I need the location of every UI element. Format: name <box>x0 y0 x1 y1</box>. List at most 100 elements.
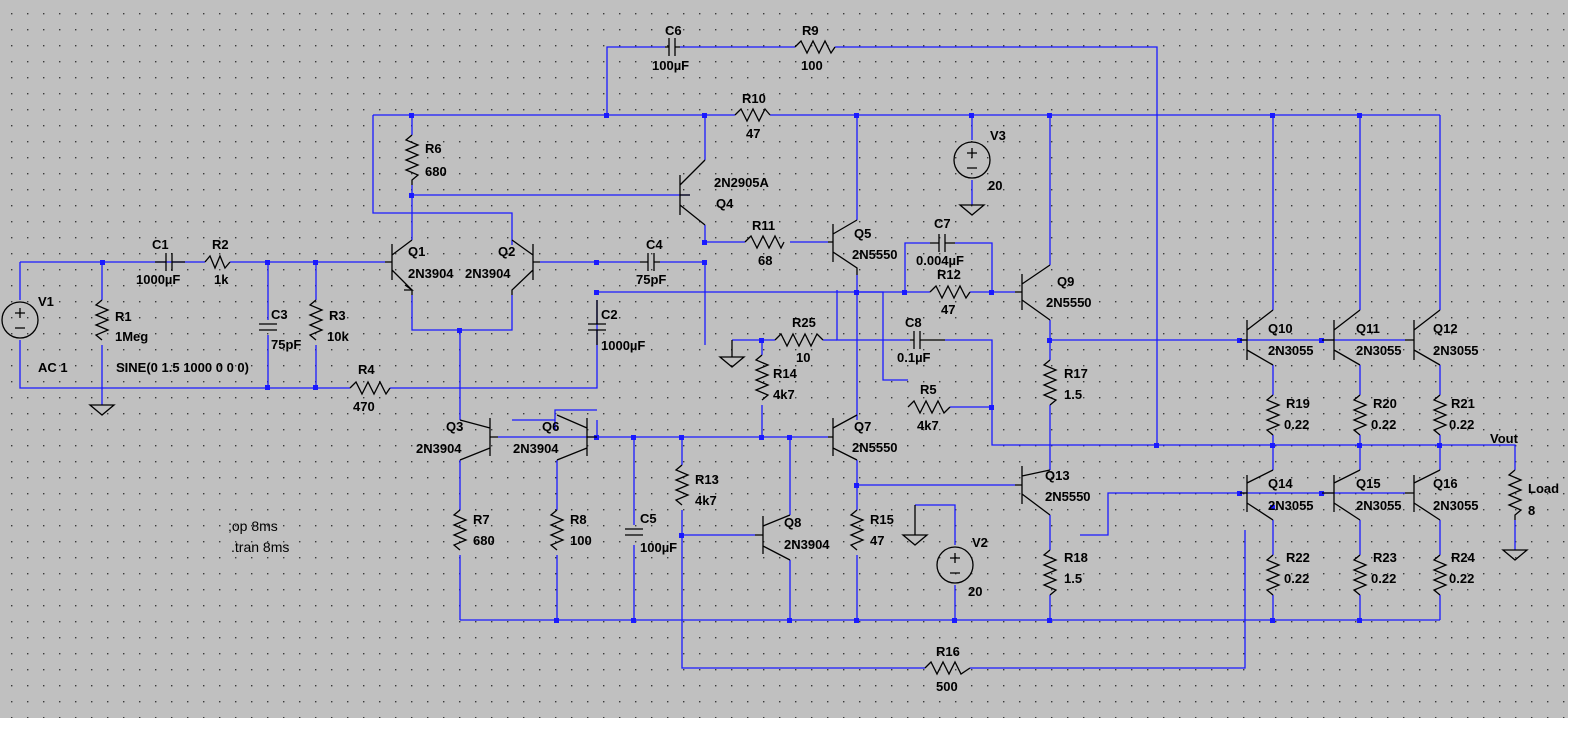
r25-ref: R25 <box>792 315 816 330</box>
q8-ref: Q8 <box>784 515 801 530</box>
r19-value: 0.22 <box>1284 417 1309 432</box>
c5-value: 100µF <box>640 540 677 555</box>
r1-value: 1Meg <box>115 329 148 344</box>
r2-value: 1k <box>214 272 229 287</box>
q2-ref: Q2 <box>498 244 515 259</box>
q16-ref: Q16 <box>1433 476 1458 491</box>
r21-ref: R21 <box>1451 396 1475 411</box>
r18-ref: R18 <box>1064 550 1088 565</box>
schematic-canvas[interactable]: V1 AC 1 SINE(0 1.5 1000 0 0 0) V3 20 V2 … <box>0 0 1568 718</box>
r10-ref: R10 <box>742 91 766 106</box>
load-ref: Load <box>1528 481 1559 496</box>
q8-value: 2N3904 <box>784 537 830 552</box>
r16-ref: R16 <box>936 644 960 659</box>
c8-value: 0.1µF <box>897 350 931 365</box>
r16-value: 500 <box>936 679 958 694</box>
op-directive[interactable]: ;op 8ms <box>228 518 278 534</box>
r23-value: 0.22 <box>1371 571 1396 586</box>
tran-directive[interactable]: .tran 8ms <box>231 539 289 555</box>
v2-value: 20 <box>968 584 982 599</box>
r4-ref: R4 <box>358 362 375 377</box>
r2-ref: R2 <box>212 237 229 252</box>
r21-value: 0.22 <box>1449 417 1474 432</box>
q15-ref: Q15 <box>1356 476 1381 491</box>
r17-value: 1.5 <box>1064 387 1082 402</box>
r15-ref: R15 <box>870 512 894 527</box>
load-value: 8 <box>1528 503 1535 518</box>
r17-ref: R17 <box>1064 366 1088 381</box>
q9-value: 2N5550 <box>1046 295 1092 310</box>
q7-value: 2N5550 <box>852 440 898 455</box>
r14-ref: R14 <box>773 366 798 381</box>
q2-value: 2N3904 <box>465 266 511 281</box>
c8-ref: C8 <box>905 315 922 330</box>
v2-ref: V2 <box>972 535 988 550</box>
q10-value: 2N3055 <box>1268 343 1314 358</box>
source-v1[interactable]: V1 AC 1 <box>1 294 68 375</box>
r3-value: 10k <box>327 329 349 344</box>
capacitors[interactable]: C1 1000µF C2 1000µF C3 75pF C4 75pF C5 1… <box>136 23 964 555</box>
r20-value: 0.22 <box>1371 417 1396 432</box>
r20-ref: R20 <box>1373 396 1397 411</box>
r10-value: 47 <box>746 126 760 141</box>
c3-ref: C3 <box>271 307 288 322</box>
q9-ref: Q9 <box>1057 274 1074 289</box>
r25-value: 10 <box>796 350 810 365</box>
c5-ref: C5 <box>640 511 657 526</box>
source-v3[interactable]: V3 20 <box>953 128 1006 193</box>
r1-ref: R1 <box>115 309 132 324</box>
q13-value: 2N5550 <box>1045 489 1091 504</box>
q13-ref: Q13 <box>1045 468 1070 483</box>
ground-symbols <box>88 204 1529 561</box>
r7-value: 680 <box>473 533 495 548</box>
r9-ref: R9 <box>802 23 819 38</box>
transistors[interactable]: Q1 2N3904 Q2 2N3904 Q3 2N3904 2N2905A Q4… <box>385 159 1479 561</box>
c6-value: 100µF <box>652 58 689 73</box>
r9-value: 100 <box>801 58 823 73</box>
r22-value: 0.22 <box>1284 571 1309 586</box>
c1-value: 1000µF <box>136 272 180 287</box>
r12-value: 47 <box>941 302 955 317</box>
r12-ref: R12 <box>937 267 961 282</box>
c7-ref: C7 <box>934 216 951 231</box>
vout-net-label: Vout <box>1490 431 1519 446</box>
q4-ref: Q4 <box>716 196 734 211</box>
r5-ref: R5 <box>920 382 937 397</box>
v1-ref: V1 <box>38 294 54 309</box>
r18-value: 1.5 <box>1064 571 1082 586</box>
resistors[interactable]: R1 1Meg R2 1k R3 10k R4 470 R5 4k7 R6 68… <box>94 23 1559 694</box>
q6-ref: Q6 <box>542 419 559 434</box>
r6-ref: R6 <box>425 141 442 156</box>
c2-value: 1000µF <box>601 338 645 353</box>
q12-ref: Q12 <box>1433 321 1458 336</box>
r3-ref: R3 <box>329 308 346 323</box>
r24-value: 0.22 <box>1449 571 1474 586</box>
r13-ref: R13 <box>695 472 719 487</box>
source-v2[interactable]: V2 20 <box>936 535 988 599</box>
r6-value: 680 <box>425 164 447 179</box>
r19-ref: R19 <box>1286 396 1310 411</box>
r8-ref: R8 <box>570 512 587 527</box>
r8-value: 100 <box>570 533 592 548</box>
wires <box>19 46 1516 669</box>
q12-value: 2N3055 <box>1433 343 1479 358</box>
v3-ref: V3 <box>990 128 1006 143</box>
c6-ref: C6 <box>665 23 682 38</box>
r23-ref: R23 <box>1373 550 1397 565</box>
q10-ref: Q10 <box>1268 321 1293 336</box>
q1-value: 2N3904 <box>408 266 454 281</box>
v1-sine-spec: SINE(0 1.5 1000 0 0 0) <box>116 360 249 375</box>
r24-ref: R24 <box>1451 550 1476 565</box>
q11-ref: Q11 <box>1356 321 1380 336</box>
q15-value: 2N3055 <box>1356 498 1402 513</box>
q16-value: 2N3055 <box>1433 498 1479 513</box>
r13-value: 4k7 <box>695 493 717 508</box>
c7-value: 0.004µF <box>916 253 964 268</box>
q11-value: 2N3055 <box>1356 343 1402 358</box>
r4-value: 470 <box>353 399 375 414</box>
r14-value: 4k7 <box>773 387 795 402</box>
q6-value: 2N3904 <box>513 441 559 456</box>
r7-ref: R7 <box>473 512 490 527</box>
r11-ref: R11 <box>752 218 775 233</box>
q4-value: 2N2905A <box>714 175 770 190</box>
